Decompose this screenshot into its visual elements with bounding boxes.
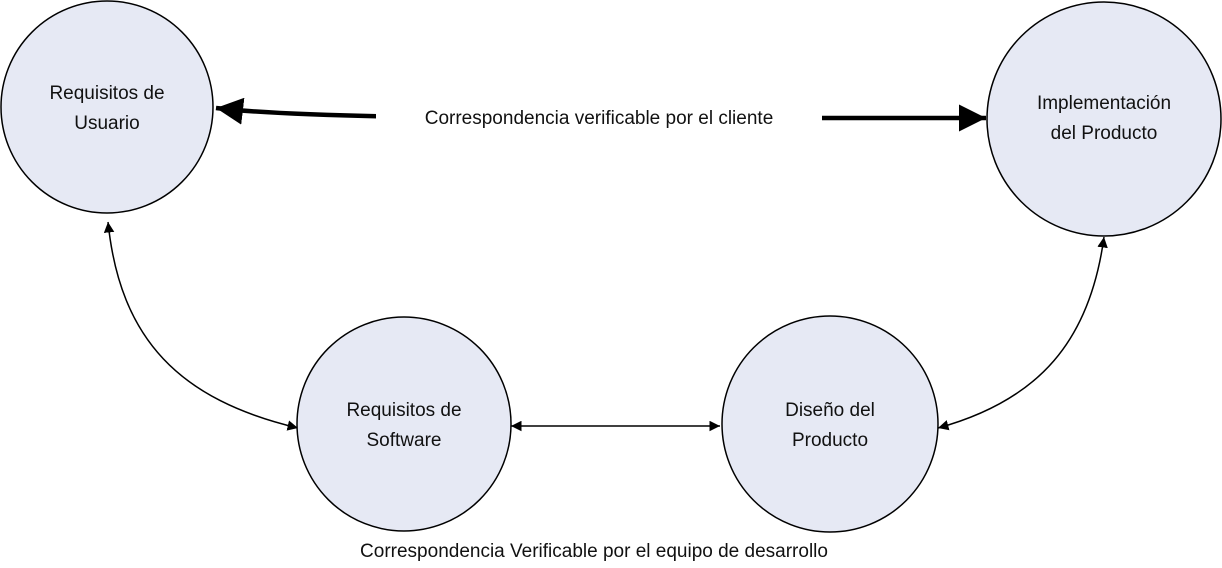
node-product-design-line2: Producto (792, 430, 868, 451)
user-to-software-connector (103, 221, 299, 431)
node-product-implementation-line1: Implementación (1037, 93, 1171, 114)
node-user-requirements: Requisitos de Usuario (0, 0, 214, 214)
node-product-implementation: Implementación del Producto (986, 1, 1222, 237)
node-product-implementation-line2: del Producto (1051, 123, 1158, 144)
node-product-implementation-circle (986, 1, 1222, 237)
node-user-requirements-line2: Usuario (74, 113, 139, 134)
node-user-requirements-line1: Requisitos de (49, 83, 164, 104)
node-software-requirements: Requisitos de Software (296, 316, 512, 532)
client-verification-label-bg (376, 104, 822, 130)
client-verification-label: Correspondencia verificable por el clien… (425, 108, 774, 129)
node-software-requirements-circle (296, 316, 512, 532)
team-verification-label: Correspondencia Verificable por el equip… (360, 541, 828, 562)
node-user-requirements-circle (0, 0, 214, 214)
node-software-requirements-line2: Software (367, 430, 442, 451)
design-to-implementation-connector (937, 236, 1108, 431)
node-software-requirements-line1: Requisitos de (346, 400, 461, 421)
node-product-design: Diseño del Producto (721, 315, 939, 533)
node-product-design-circle (721, 315, 939, 533)
node-product-design-line1: Diseño del (785, 400, 875, 421)
